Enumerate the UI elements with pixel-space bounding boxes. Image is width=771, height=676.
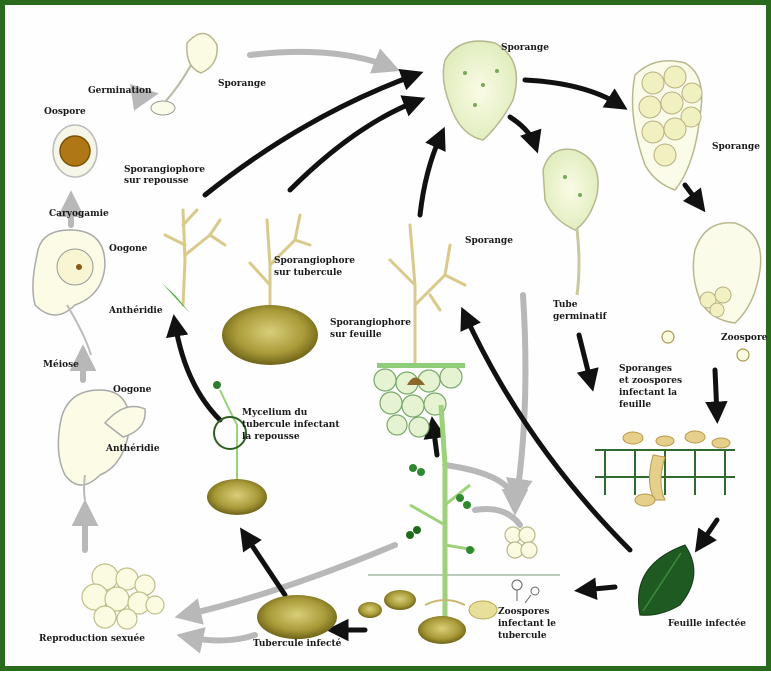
- label-antheridie-2: Anthéridie: [105, 443, 160, 454]
- mycelium-figure: [207, 381, 267, 515]
- sporangiophore-repousse: [165, 210, 225, 305]
- label-mycelium-3: la repousse: [242, 432, 300, 442]
- label-mycelium-1: Mycelium du: [242, 408, 308, 418]
- tubercule-figure: [222, 305, 318, 365]
- sexual-reproduction-cells: [82, 564, 164, 629]
- caryogamy-figure: [33, 230, 105, 355]
- label-zoospore: Zoospore: [721, 333, 768, 343]
- leaf-cells: [374, 366, 462, 437]
- label-meiose: Méiose: [43, 359, 79, 370]
- label-sporange-right: Sporange: [712, 142, 760, 152]
- sporange-cluster: [505, 527, 537, 558]
- label-sporange-top: Sporange: [501, 43, 549, 53]
- label-oospore: Oospore: [44, 107, 86, 117]
- label-oogone-2: Oogone: [113, 385, 152, 395]
- label-sporangiophore-feuille-2: sur feuille: [330, 330, 382, 340]
- label-sporangiophore-feuille-1: Sporangiophore: [330, 318, 411, 328]
- label-tubercule-infecte: Tubercule infecté: [253, 638, 342, 649]
- label-sporanges-4: feuille: [619, 400, 651, 410]
- label-feuille-infectee: Feuille infectée: [668, 618, 746, 629]
- label-sporange-leaf: Sporange: [465, 236, 513, 246]
- label-sporangiophore-repousse-2: sur repousse: [124, 176, 189, 186]
- sporange-cleaved: [633, 61, 702, 190]
- label-reproduction-sexuee: Reproduction sexuée: [39, 633, 145, 644]
- label-sporanges-3: infectant la: [619, 388, 677, 398]
- label-sporange-mid: Sporange: [218, 79, 266, 89]
- label-tube-1: Tube: [553, 300, 578, 310]
- label-tube-2: germinatif: [553, 312, 608, 322]
- repousse-leaf: [162, 283, 190, 313]
- label-caryogamie: Caryogamie: [49, 209, 109, 219]
- label-germination: Germination: [88, 86, 152, 96]
- infected-tubercule: [257, 595, 337, 639]
- label-zoospores-3: tubercule: [498, 631, 547, 641]
- label-mycelium-2: tubercule infectant: [242, 420, 340, 430]
- diagram-canvas: Sporange Germination Oospore Sporange Sp…: [5, 5, 771, 676]
- sporange-main: [443, 41, 516, 140]
- label-sporanges-1: Sporanges: [619, 364, 672, 374]
- sporange-releasing: [693, 223, 760, 323]
- label-sporangiophore-tubercule-2: sur tubercule: [274, 268, 342, 278]
- label-sporangiophore-repousse-1: Sporangiophore: [124, 165, 205, 175]
- sporangiophore-leaf: [390, 225, 465, 365]
- germinating-sporange: [151, 33, 217, 115]
- tuber-zoospores: [512, 580, 539, 603]
- label-zoospores-1: Zoospores: [498, 607, 549, 617]
- label-oogone-1: Oogone: [109, 244, 148, 254]
- oospore-figure: [53, 125, 97, 177]
- label-antheridie-1: Anthéridie: [108, 305, 163, 316]
- label-zoospores-2: infectant le: [498, 619, 556, 629]
- sporange-germinating: [543, 149, 598, 295]
- label-sporanges-2: et zoospores: [619, 376, 682, 386]
- leaf-infection-hyphae: [623, 431, 730, 506]
- leaf-surface: [377, 363, 465, 368]
- label-sporangiophore-tubercule-1: Sporangiophore: [274, 256, 355, 266]
